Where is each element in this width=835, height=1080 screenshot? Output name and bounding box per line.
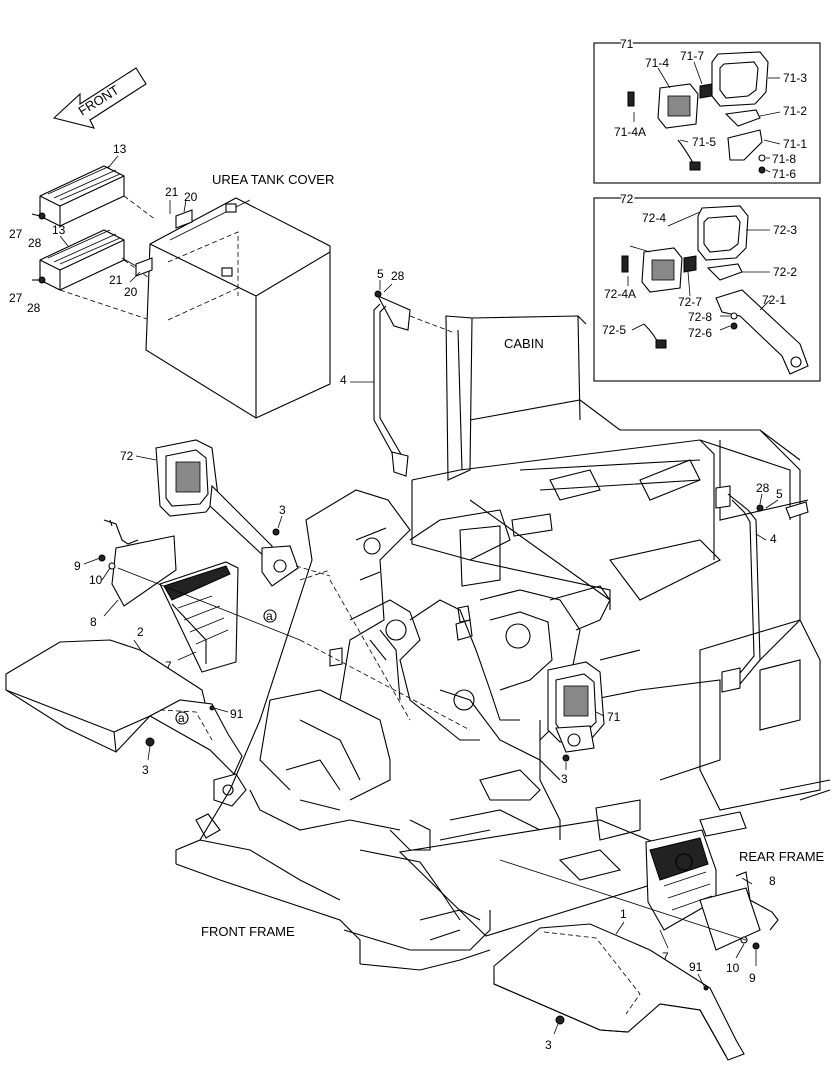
callout-8-left: 8 xyxy=(90,615,97,629)
inset-71-label-8: 71-8 xyxy=(772,152,796,166)
inset-72-label-3: 72-2 xyxy=(773,265,797,279)
callout-13-upper: 13 xyxy=(113,142,127,156)
mudguard-bracket-right xyxy=(499,829,779,966)
callout-1: 1 xyxy=(620,907,627,921)
inset-71-label-4: 71-2 xyxy=(783,104,807,118)
inset-71-label-2: 71-7 xyxy=(680,49,704,63)
callout-5-right: 5 xyxy=(776,487,783,501)
handrail-left xyxy=(350,280,453,477)
inset-71-label-6: 71-5 xyxy=(692,135,716,149)
front-frame-label: FRONT FRAME xyxy=(201,924,295,939)
callout-91-left: 91 xyxy=(230,707,244,721)
inset-72-label-5: 72-7 xyxy=(678,295,702,309)
callout-28-upper: 28 xyxy=(28,236,42,250)
inset-71-label-9: 71-6 xyxy=(772,167,796,181)
work-lamp-72 xyxy=(135,439,331,587)
inset-71-label-1: 71-4 xyxy=(645,56,669,70)
step-assemblies xyxy=(31,155,161,321)
callout-7-right: 7 xyxy=(662,950,669,964)
rear-frame-label: REAR FRAME xyxy=(739,849,825,864)
callout-5-left: 5 xyxy=(377,267,384,281)
inset-72: 72 72-4 72-3 72-2 72-4A 72-7 72-1 72-8 7… xyxy=(593,190,821,382)
callout-4-right: 4 xyxy=(770,532,777,546)
reference-a-1: a xyxy=(263,609,277,623)
callout-28-right: 28 xyxy=(756,481,770,495)
callout-21-upper: 21 xyxy=(165,185,179,199)
callout-7-left: 7 xyxy=(165,659,172,673)
inset-71: 71 71-4 71-7 71-3 71-2 71-4A 71-5 71-1 7… xyxy=(593,35,821,184)
callout-72: 72 xyxy=(120,449,134,463)
urea-tank-cover-label: UREA TANK COVER xyxy=(212,172,334,187)
handrail-right xyxy=(715,485,809,693)
callout-3-c: 3 xyxy=(561,772,568,786)
inset-72-label-4: 72-4A xyxy=(604,287,636,301)
inset-72-label-1: 72-4 xyxy=(642,211,666,225)
callout-10-left: 10 xyxy=(89,573,103,587)
callout-27-lower: 27 xyxy=(9,291,23,305)
callout-3-d: 3 xyxy=(545,1038,552,1052)
cabin-structure xyxy=(411,315,831,881)
callout-3-a: 3 xyxy=(279,503,286,517)
inset-71-label-5: 71-4A xyxy=(614,125,646,139)
cabin-label: CABIN xyxy=(504,336,544,351)
inset-72-label-6: 72-1 xyxy=(762,293,786,307)
front-arrow: FRONT xyxy=(52,67,147,129)
callout-71: 71 xyxy=(607,710,621,724)
reference-a-1-label: a xyxy=(266,609,273,623)
front-frame xyxy=(175,489,714,971)
callout-3-b: 3 xyxy=(142,763,149,777)
reference-a-2: a xyxy=(175,711,189,725)
callout-91-right: 91 xyxy=(689,960,703,974)
inset-71-label-7: 71-1 xyxy=(783,137,807,151)
inset-72-label-7: 72-8 xyxy=(688,310,712,324)
inset-72-title: 72 xyxy=(620,192,634,206)
callout-9-right: 9 xyxy=(749,971,756,985)
inset-72-label-2: 72-3 xyxy=(773,223,797,237)
callout-9-left: 9 xyxy=(74,559,81,573)
callout-10-right: 10 xyxy=(726,961,740,975)
callout-28-lower: 28 xyxy=(27,301,41,315)
callout-4-left: 4 xyxy=(340,373,347,387)
fender-right xyxy=(493,921,745,1061)
callout-8-right: 8 xyxy=(769,874,776,888)
callout-27-upper: 27 xyxy=(9,227,23,241)
callout-21-lower: 21 xyxy=(109,273,123,287)
callout-2: 2 xyxy=(137,625,144,639)
callout-20-upper: 20 xyxy=(184,190,198,204)
urea-tank-cover xyxy=(121,197,331,419)
reference-a-2-label: a xyxy=(178,711,185,725)
mudguard-bracket-left xyxy=(83,519,301,673)
inset-71-label-3: 71-3 xyxy=(783,71,807,85)
inset-72-label-9: 72-6 xyxy=(688,326,712,340)
inset-72-label-8: 72-5 xyxy=(602,323,626,337)
fender-left xyxy=(5,639,243,775)
callout-28-left: 28 xyxy=(391,269,405,283)
work-lamp-71 xyxy=(547,661,605,770)
inset-71-title: 71 xyxy=(620,37,634,51)
callout-13-lower: 13 xyxy=(52,223,66,237)
callout-20-lower: 20 xyxy=(124,285,138,299)
